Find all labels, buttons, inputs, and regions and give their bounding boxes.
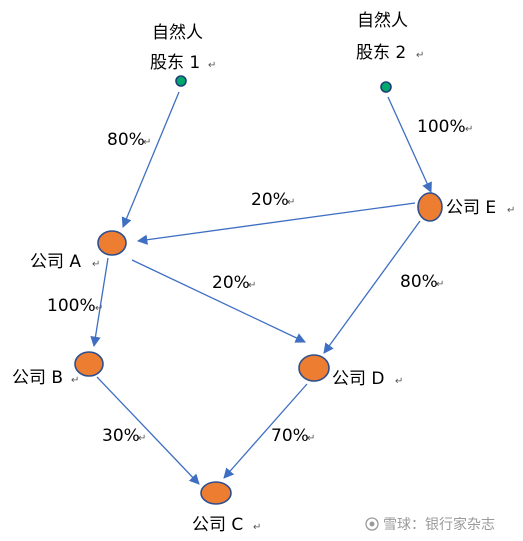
snowball-logo-icon-inner	[369, 521, 375, 527]
edge-company-a-to-company-d	[131, 259, 306, 343]
return-mark: ↵	[436, 279, 444, 290]
company-e-node	[417, 192, 443, 222]
company-b-label: 公司 B	[12, 368, 63, 388]
return-mark: ↵	[307, 433, 315, 444]
shareholder1-label-line1: 自然人	[152, 23, 203, 43]
return-mark: ↵	[248, 280, 256, 291]
watermark-text: 雪球：银行家杂志	[383, 516, 495, 533]
company-c-label: 公司 C	[192, 515, 243, 535]
return-mark: ↵	[287, 197, 295, 208]
edge-shareholder2-to-company-e	[387, 96, 432, 193]
company-d-node	[298, 354, 330, 382]
shareholder1-label-line2: 股东 1	[150, 53, 200, 73]
return-mark: ↵	[143, 137, 151, 148]
edge-label-d-c: 70%	[271, 426, 309, 446]
edge-label-a-b: 100%	[47, 296, 96, 316]
edge-label-e-d: 80%	[400, 272, 438, 292]
return-mark: ↵	[71, 375, 79, 386]
shareholder2-node	[380, 81, 392, 93]
edge-company-b-to-company-c	[96, 376, 200, 485]
shareholder1-node	[175, 75, 187, 87]
company-a-label: 公司 A	[30, 252, 81, 272]
return-mark: ↵	[395, 376, 403, 387]
edge-company-e-to-company-d	[323, 220, 421, 354]
watermark: 雪球：银行家杂志	[365, 516, 495, 533]
return-mark: ↵	[416, 50, 424, 61]
company-e-label: 公司 E	[446, 198, 496, 218]
return-mark: ↵	[465, 124, 473, 135]
company-a-node	[97, 230, 127, 256]
edge-label-s1-a: 80%	[107, 130, 145, 150]
company-b-node	[74, 351, 104, 377]
company-c-node	[200, 481, 232, 505]
return-mark: ↵	[507, 205, 515, 216]
shareholder2-label-line1: 自然人	[357, 11, 408, 31]
edge-company-d-to-company-c	[223, 383, 308, 479]
return-mark: ↵	[253, 522, 261, 533]
return-mark: ↵	[92, 259, 100, 270]
edge-shareholder1-to-company-a	[121, 91, 180, 228]
edge-label-b-c: 30%	[102, 426, 140, 446]
return-mark: ↵	[208, 60, 216, 71]
return-mark: ↵	[138, 433, 146, 444]
shareholder2-label-line2: 股东 2	[356, 43, 406, 63]
edge-label-a-d: 20%	[212, 273, 250, 293]
edge-company-e-to-company-a	[136, 202, 416, 245]
edge-company-a-to-company-b	[90, 257, 109, 348]
edge-label-s2-e: 100%	[417, 117, 466, 137]
snowball-logo-icon	[365, 517, 379, 531]
return-mark: ↵	[95, 303, 103, 314]
edge-label-e-a: 20%	[251, 190, 289, 210]
company-d-label: 公司 D	[332, 369, 385, 389]
